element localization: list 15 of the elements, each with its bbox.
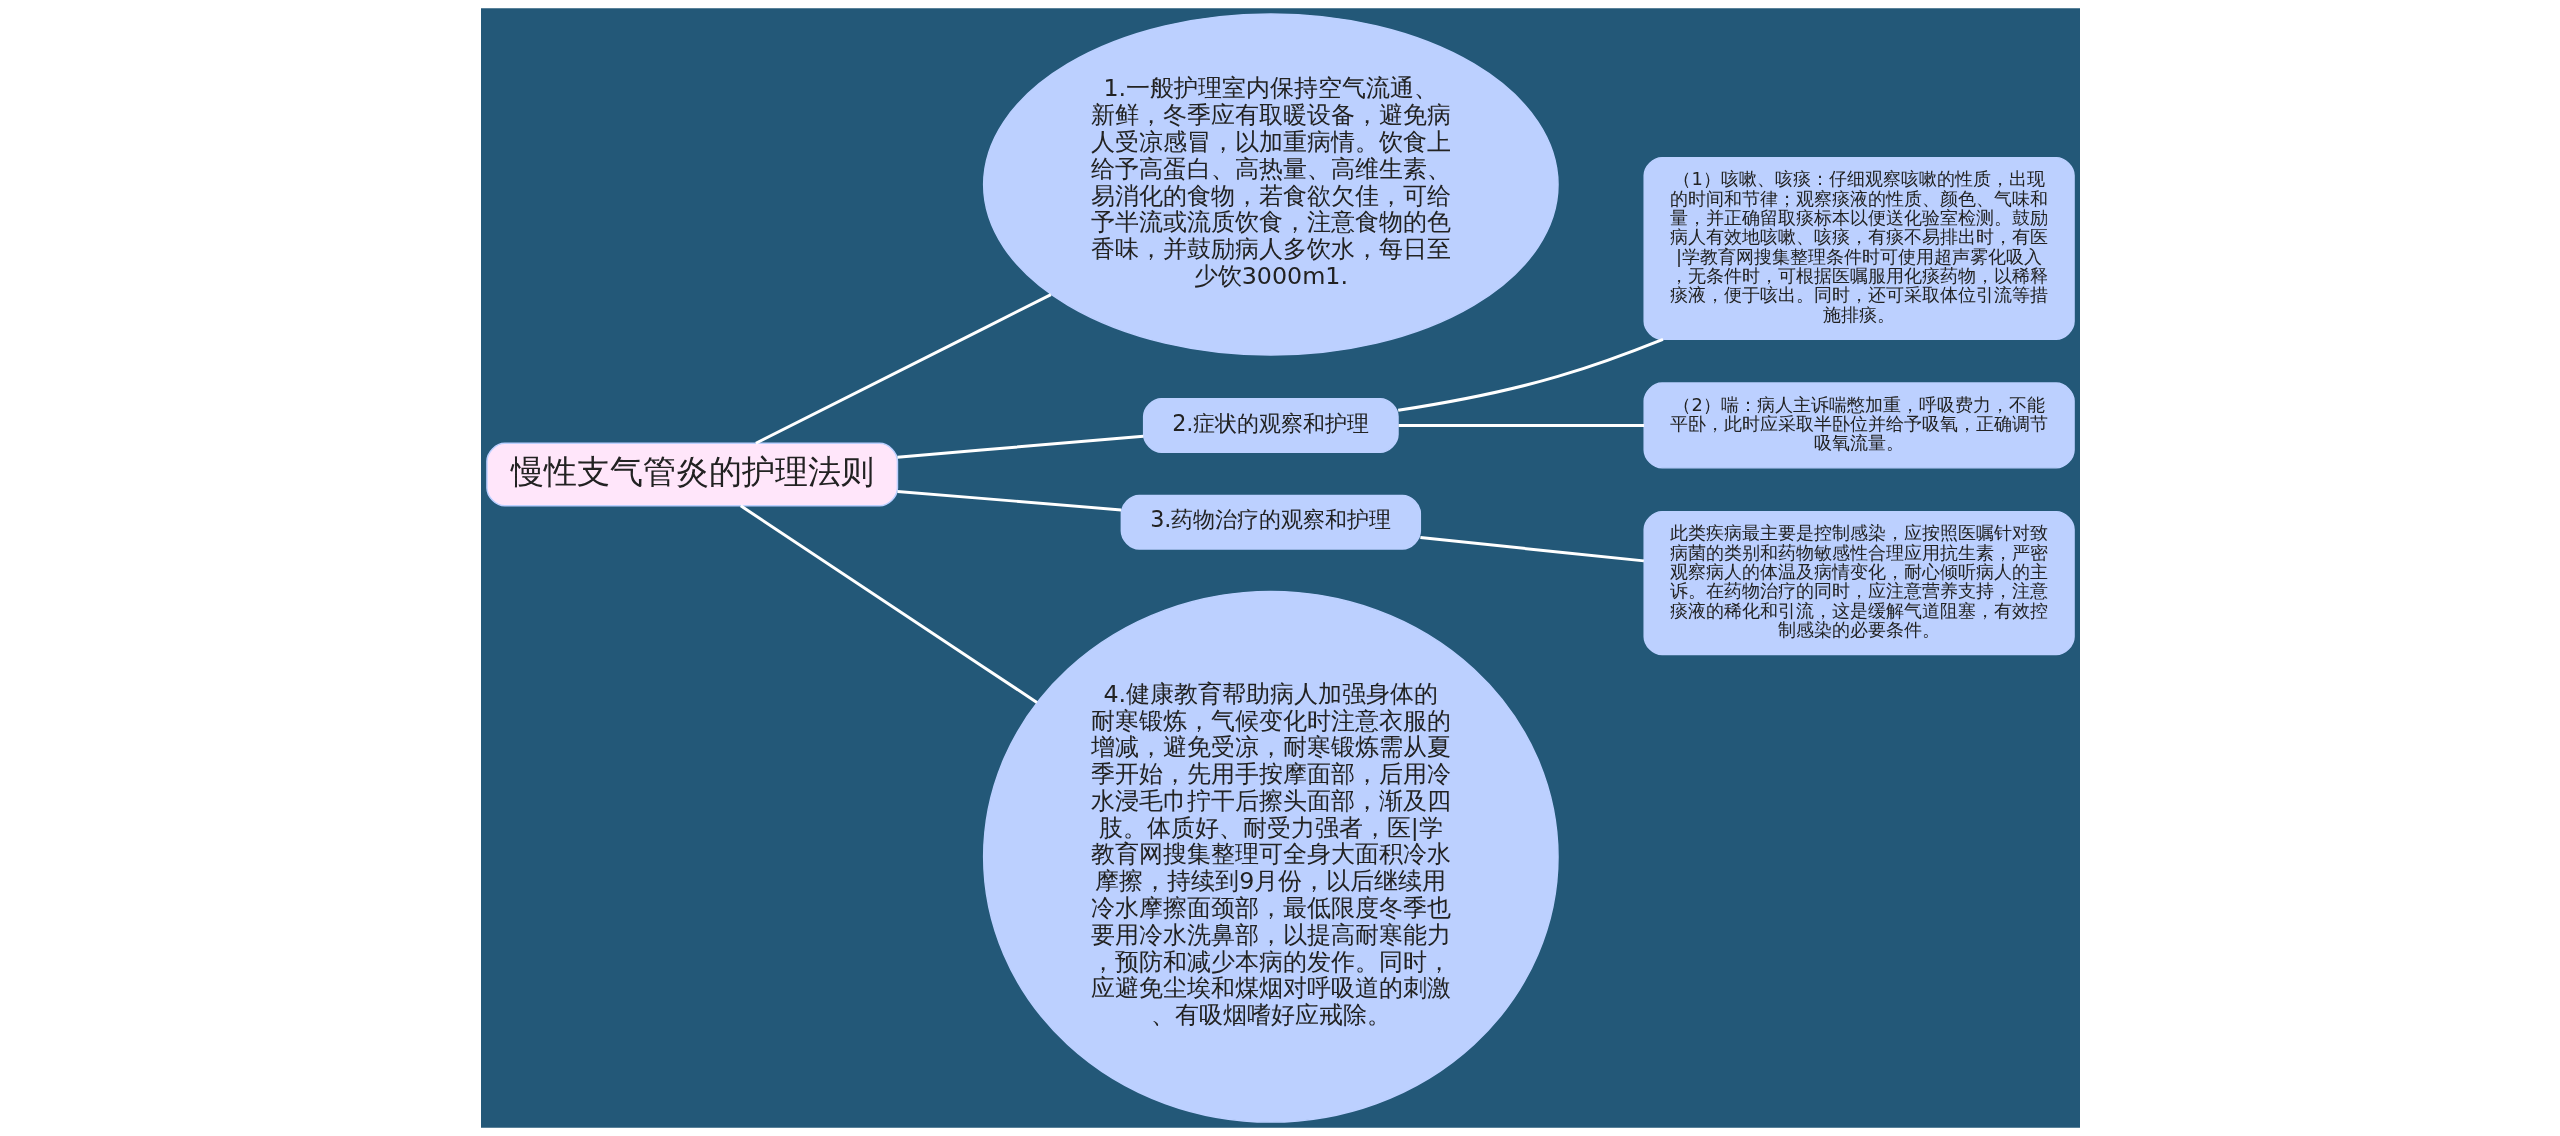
node-box: 慢性支气管炎的护理法则 [485,442,898,507]
connector [896,489,1121,512]
node-ellipse: 1.一般护理室内保持空气流通、新鲜，冬季应有取暖设备，避免病人受凉感冒，以加重病情。饮食上给予高蛋白、高热量、高维生素、易消化的食物，若食欲欠佳，可给予半流或流质饮食，注意食物的色香味，并鼓励病人多饮水，每日至少饮3000m1. [982,13,1559,356]
node-box: （2）喘：病人主诉喘憋加重，呼吸费力，不能平卧，此时应采取半卧位并给予吸氧，正确调节吸氧流量。 [1642,382,2075,469]
connector [1397,337,1664,412]
connector [1419,536,1644,563]
node-box: （1）咳嗽、咳痰：仔细观察咳嗽的性质，出现的时间和节律；观察痰液的性质、颜色、气味和量，并正确留取痰标本以便送化验室检测。鼓励病人有效地咳嗽、咳痰，有痰不易排出时，有医|学教育网搜集整理条件时可使用超声雾化吸入，无条件时，可根据医嘱服用化痰药物，以稀释痰液，便于咳出。同时，还可采取体位引流等措施排痰。 [1642,157,2075,340]
connector [739,504,1038,704]
connector [896,434,1143,459]
node-circle: 4.健康教育帮助病人加强身体的耐寒锻炼，气候变化时注意衣服的增减，避免受凉，耐寒锻炼需从夏季开始，先用手按摩面部，后用冷水浸毛巾拧干后擦头面部，渐及四肢。体质好、耐受力强者，医|学教育网搜集整理可全身大面积冷水摩擦，持续到9月份，以后继续用冷水摩擦面颈部，最低限度冬季也要用冷水洗鼻部，以提高耐寒能力，预防和减少本病的发作。同时，应避免尘埃和煤烟对呼吸道的刺激、有吸烟嗜好应戒除。 [982,590,1559,1123]
node-box: 2.症状的观察和护理 [1142,397,1399,453]
connector [1398,424,1644,427]
node-box: 此类疾病最主要是控制感染，应按照医嘱针对致病菌的类别和药物敏感性合理应用抗生素，严密观察病人的体温及病情变化，耐心倾听病人的主诉。在药物治疗的同时，应注意营养支持，注意痰液的稀化和引流，这是缓解气道阻塞，有效控制感染的必要条件。 [1642,511,2075,656]
connector [754,293,1052,445]
node-box: 3.药物治疗的观察和护理 [1120,494,1421,550]
